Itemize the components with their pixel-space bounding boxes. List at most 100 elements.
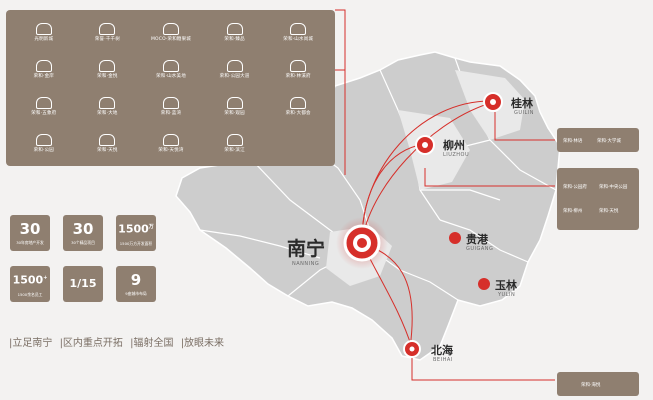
project-logo: 荣和·林溪府 xyxy=(266,51,330,88)
stat-box: 1500+ 1500余名员工 xyxy=(10,266,50,302)
side-logo: 荣和·天悦 xyxy=(599,209,619,214)
project-logo-text: 荣和·大地 xyxy=(97,110,118,116)
project-logo-icon xyxy=(226,133,243,146)
city-label-nanning: 南宁 xyxy=(287,238,326,260)
project-logo-icon xyxy=(35,133,52,146)
city-label-guilin: 桂林 xyxy=(511,97,533,110)
project-logo: 荣誉·千千树 xyxy=(76,14,140,51)
stat-label: 1500余名员工 xyxy=(17,291,43,297)
project-logo-text: 荣和·金岸 xyxy=(33,73,55,79)
guilin-marker-core xyxy=(490,99,496,105)
project-logo-text: 荣和·观园 xyxy=(224,110,245,116)
project-logo-text: 荣和·五象府 xyxy=(31,110,57,116)
project-logo-icon xyxy=(162,133,179,146)
project-logo-icon xyxy=(99,133,116,146)
city-label-guigang: 贵港 xyxy=(466,233,488,246)
stat-box: 9 9座城市布局 xyxy=(116,266,156,302)
liuzhou-project-panel: 荣和·公园府 荣和·中央公园 荣和·柳州 荣和·天悦 xyxy=(557,168,639,230)
stat-label: 30个精品项目 xyxy=(71,239,95,245)
project-logo: 荣和·观园 xyxy=(203,88,267,125)
stat-value: 1500+ xyxy=(12,273,48,287)
guilin-project-panel: 荣和·林语 荣和·大学城 xyxy=(557,128,639,152)
project-logo-icon xyxy=(99,96,116,109)
project-logo: 光明新城 xyxy=(12,14,76,51)
stat-box: 30 30个精品项目 xyxy=(63,215,103,251)
tagline-item: |立足南宁 xyxy=(9,338,53,349)
project-logo: 荣和·山水美地 xyxy=(139,51,203,88)
side-logo: 荣和·海悦 xyxy=(581,383,601,388)
project-logo-text: 荣誉·千千树 xyxy=(94,36,120,42)
tagline-item: |区内重点开拓 xyxy=(59,338,123,349)
liuzhou-area xyxy=(398,110,470,190)
project-logo-text: MOCO·荣和糖果城 xyxy=(150,36,192,42)
yulin-marker xyxy=(478,278,490,290)
project-logo: 荣和·臻品 xyxy=(203,14,267,51)
tagline-item: |放眼未来 xyxy=(180,338,225,349)
project-logo-icon xyxy=(99,59,116,72)
project-logo-text: 荣和·臻品 xyxy=(224,36,245,42)
stat-box: 1/15 xyxy=(63,266,103,302)
tagline: |立足南宁 |区内重点开拓 |辐射全国 |放眼未来 xyxy=(9,334,228,349)
project-logo-text: 荣和·山水美地 xyxy=(156,73,186,79)
project-logo-icon xyxy=(99,22,116,35)
stat-value: 30 xyxy=(72,219,94,238)
side-logo: 荣和·公园府 xyxy=(563,185,587,190)
side-logo: 荣和·中央公园 xyxy=(599,185,628,190)
project-logo-text: 荣和·金悦 xyxy=(97,73,118,79)
city-en-guilin: GUILIN xyxy=(514,110,535,116)
project-logo: 荣和·天悦湾 xyxy=(139,125,203,162)
project-logo-text: 荣和·公园 xyxy=(33,147,55,153)
beihai-project-panel: 荣和·海悦 xyxy=(557,372,639,396)
project-logo: 荣和·大地 xyxy=(76,88,140,125)
project-logo-icon xyxy=(162,96,179,109)
guigang-marker xyxy=(449,232,461,244)
project-logo-text: 荣和·山水尚城 xyxy=(283,36,314,42)
project-logo-icon xyxy=(226,22,243,35)
side-logo: 荣和·林语 xyxy=(563,139,583,144)
project-logo-icon xyxy=(290,59,307,72)
project-logo-icon xyxy=(290,22,307,35)
tagline-item: |辐射全国 xyxy=(130,338,174,349)
stat-value: 1500万 xyxy=(118,222,154,236)
project-logo: 荣和·大都会 xyxy=(266,88,330,125)
project-logo: 荣和·公园 xyxy=(12,125,76,162)
stat-label: 30年房地产开发 xyxy=(16,239,44,245)
side-logo: 荣和·柳州 xyxy=(563,209,583,214)
project-logo: 荣和·滨江 xyxy=(203,125,267,162)
city-en-liuzhou: LIUZHOU xyxy=(443,152,470,158)
project-logo: 荣和·公园大道 xyxy=(203,51,267,88)
city-en-nanning: NANNING xyxy=(292,261,320,267)
city-en-yulin: YULIN xyxy=(498,292,516,298)
city-en-beihai: BEIHAI xyxy=(433,357,453,363)
stat-box: 1500万 1500万方开发面积 xyxy=(116,215,156,251)
liuzhou-marker-core xyxy=(422,142,428,148)
project-logo: 荣和·山水尚城 xyxy=(266,14,330,51)
project-logo-text: 荣和·天悦 xyxy=(97,147,118,153)
beihai-marker-core xyxy=(409,346,415,352)
city-label-yulin: 玉林 xyxy=(495,279,517,292)
project-logo-icon xyxy=(226,59,243,72)
project-logo-text: 荣和·蓝湾 xyxy=(160,110,182,116)
nanning-dot xyxy=(357,238,367,248)
project-logo-icon xyxy=(226,96,243,109)
project-logo: 荣和·五象府 xyxy=(12,88,76,125)
project-logo-icon xyxy=(290,96,307,109)
guangxi-region-shape xyxy=(175,51,561,361)
project-logo-text: 荣和·滨江 xyxy=(224,147,245,153)
project-logo: 荣和·天悦 xyxy=(76,125,140,162)
project-logo-text: 光明新城 xyxy=(34,36,54,42)
project-logo: 荣和·金悦 xyxy=(76,51,140,88)
stat-value: 30 xyxy=(19,219,41,238)
stat-box: 30 30年房地产开发 xyxy=(10,215,50,251)
stat-label: 9座城市布局 xyxy=(125,290,147,296)
stat-value: 9 xyxy=(130,270,142,289)
project-logo: MOCO·荣和糖果城 xyxy=(139,14,203,51)
project-logo: 荣和·金岸 xyxy=(12,51,76,88)
connector-lines xyxy=(335,9,555,381)
project-logo-icon xyxy=(35,96,52,109)
side-logo: 荣和·大学城 xyxy=(597,139,621,144)
project-logo-text: 荣和·大都会 xyxy=(285,110,311,116)
